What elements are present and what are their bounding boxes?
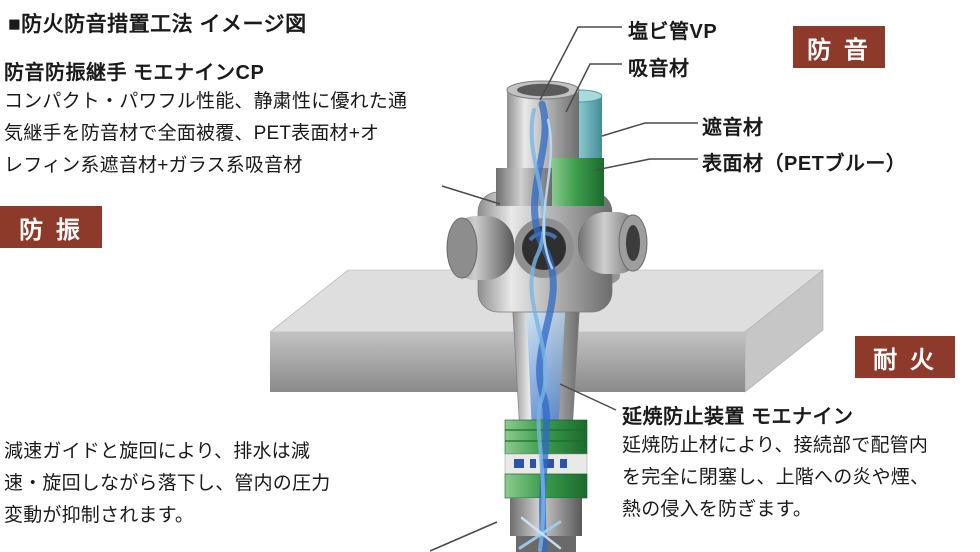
callout-pvc-pipe: 塩ビ管VP (628, 21, 718, 43)
leader-sound-absorber (565, 63, 622, 113)
badge-vibration-proof: 防 振 (0, 206, 102, 248)
leader-fire-stop-text (559, 383, 617, 411)
leader-surface-material (595, 158, 698, 171)
bottom-left-body: 減速ガイドと旋回により、排水は減 速・旋回しながら落下し、管内の圧力 変動が抑制… (4, 441, 331, 526)
callout-sound-insulator: 遮音材 (702, 117, 764, 139)
leader-lines (429, 26, 698, 552)
upper-green-collar (552, 158, 604, 206)
intro-body: コンパクト・パワフル性能、静粛性に優れた通 気継手を防音材で全面被覆、PET表面… (4, 91, 408, 176)
water-flow (518, 100, 562, 552)
badge-soundproof: 防 音 (793, 26, 885, 68)
fire-stop-body: 延焼防止材により、接続部で配管内 を完全に閉塞し、上階への炎や煙、 熱の侵入を防… (622, 435, 930, 520)
badge-fireproof: 耐 火 (855, 336, 955, 378)
intro-heading: 防音防振継手 モエナインCP (4, 62, 265, 84)
leader-sound-insulator (601, 122, 698, 137)
callout-sound-absorber: 吸音材 (628, 58, 690, 80)
callout-surface-material: 表面材（PETブルー） (702, 153, 907, 175)
fitting-print-marks (514, 459, 567, 468)
page-title: ■防火防音措置工法 イメージ図 (8, 13, 307, 36)
fire-stop-heading: 延焼防止装置 モエナイン (622, 406, 854, 428)
leader-pvc-pipe (539, 26, 622, 101)
leader-bottom-left-text (429, 521, 498, 552)
leader-intro-text (441, 185, 501, 205)
